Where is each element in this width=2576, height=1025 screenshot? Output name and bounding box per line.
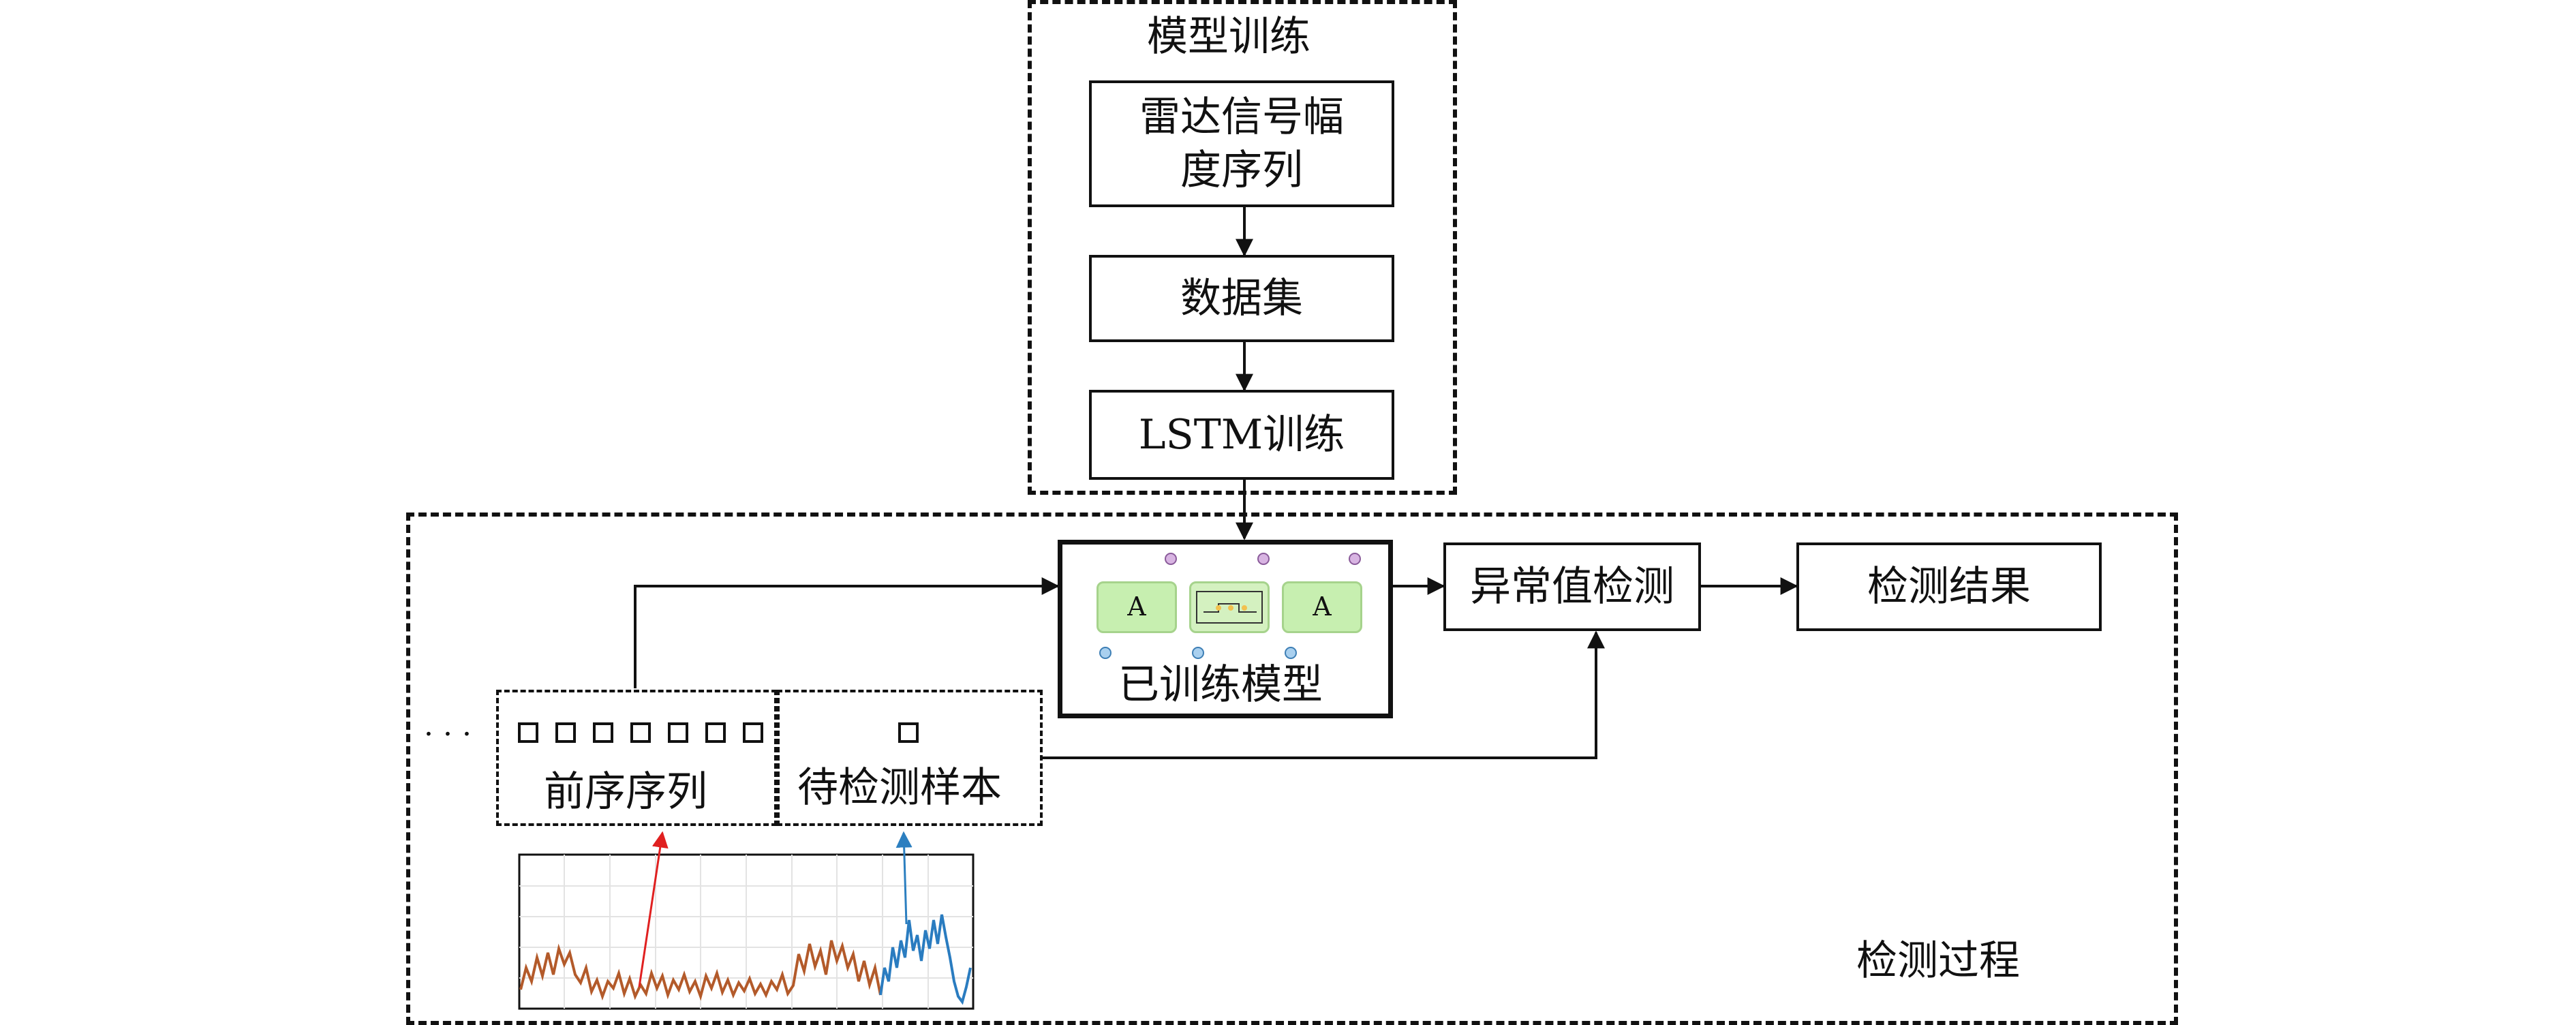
detection-process-group <box>406 512 2178 1025</box>
input-node-left <box>1099 647 1111 659</box>
lstm-training-box: LSTM训练 <box>1089 390 1394 480</box>
lstm-cell-middle <box>1189 581 1270 633</box>
lstm-training-label: LSTM训练 <box>1138 411 1345 459</box>
anomaly-detection-label: 异常值检测 <box>1470 563 1674 611</box>
sequence-square-3 <box>593 722 613 743</box>
input-node-right <box>1285 647 1297 659</box>
sample-to-detect-box: 待检测样本 <box>777 690 1043 826</box>
signal-plot <box>518 853 975 1010</box>
lstm-cell-left: A <box>1097 581 1177 633</box>
signal-trace-previous <box>519 940 882 1001</box>
hidden-state-node-right <box>1349 553 1361 565</box>
sample-square <box>898 722 919 743</box>
trained-model-box: A A 已训练模型 <box>1058 540 1393 718</box>
trained-model-label: 已训练模型 <box>1118 661 1323 709</box>
input-node-middle <box>1192 647 1204 659</box>
radar-signal-sequence-box: 雷达信号幅度序列 <box>1089 80 1394 207</box>
detection-result-box: 检测结果 <box>1796 542 2102 631</box>
arrow-sample-to-anomaly <box>1043 630 1605 759</box>
model-training-group <box>1028 0 1457 495</box>
radar-signal-sequence-label: 雷达信号幅度序列 <box>1139 93 1344 194</box>
sample-to-detect-label: 待检测样本 <box>797 764 1002 812</box>
model-training-title: 模型训练 <box>1147 13 1310 61</box>
hidden-state-node-middle <box>1257 553 1270 565</box>
ellipsis-label: · · · <box>424 717 472 752</box>
blue-arrow-plot-to-sample <box>895 831 913 925</box>
signal-trace-sample <box>879 914 972 1005</box>
dataset-label: 数据集 <box>1180 275 1303 322</box>
sequence-square-1 <box>518 722 538 743</box>
detection-process-title: 检测过程 <box>1856 937 2020 985</box>
hidden-state-node-left <box>1165 553 1177 565</box>
detection-result-label: 检测结果 <box>1867 563 2031 611</box>
sequence-square-7 <box>743 722 763 743</box>
sequence-square-5 <box>668 722 688 743</box>
lstm-internal-gates-icon <box>1196 591 1263 624</box>
dataset-box: 数据集 <box>1089 255 1394 342</box>
previous-sequence-label: 前序序列 <box>544 768 707 816</box>
sequence-square-2 <box>555 722 576 743</box>
red-arrow-plot-to-previous <box>638 831 669 988</box>
arrow-sequence-to-model <box>634 577 1060 688</box>
sequence-square-4 <box>630 722 651 743</box>
sequence-square-6 <box>705 722 726 743</box>
anomaly-detection-box: 异常值检测 <box>1443 542 1701 631</box>
previous-sequence-box: 前序序列 <box>496 690 777 826</box>
lstm-cell-right: A <box>1282 581 1362 633</box>
